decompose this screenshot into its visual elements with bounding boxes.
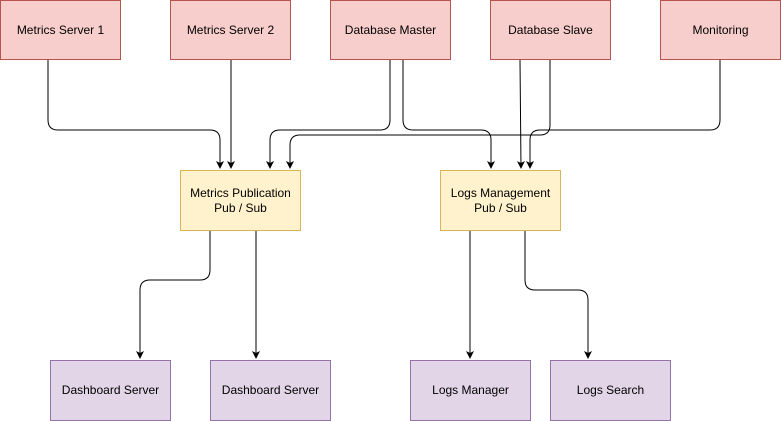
- edge-monitoring-to-logs-pubsub: [526, 60, 721, 169]
- node-label: Logs Search: [576, 383, 645, 397]
- node-metrics-publication-pubsub[interactable]: Metrics Publication Pub / Sub: [180, 170, 301, 231]
- node-label-title: Logs Management: [450, 185, 551, 200]
- node-label-title: Metrics Publication: [190, 185, 291, 200]
- node-monitoring[interactable]: Monitoring: [660, 0, 781, 60]
- node-metrics-server-1[interactable]: Metrics Server 1: [0, 0, 121, 60]
- edge-database-master-to-metrics-pubsub: [266, 60, 391, 169]
- node-database-slave[interactable]: Database Slave: [490, 0, 611, 60]
- edge-database-slave-to-logs-pubsub: [516, 59, 525, 169]
- node-label: Metrics Server 2: [186, 22, 275, 37]
- node-label: Metrics Server 1: [16, 22, 105, 37]
- edge-database-master-to-logs-pubsub: [402, 60, 495, 169]
- node-label-subtitle: Pub / Sub: [474, 200, 527, 215]
- edge-database-slave-to-metrics-pubsub: [286, 60, 551, 169]
- edge-metrics-server-1-to-metrics-pubsub: [47, 60, 224, 169]
- node-logs-search[interactable]: Logs Search: [550, 360, 671, 421]
- node-label-subtitle: Pub / Sub: [214, 200, 267, 215]
- node-label: Database Master: [344, 22, 437, 37]
- node-label: Monitoring: [692, 22, 749, 37]
- node-label-group: Metrics Publication Pub / Sub: [190, 186, 291, 216]
- node-label-group: Logs Management Pub / Sub: [451, 186, 550, 216]
- node-database-master[interactable]: Database Master: [330, 0, 451, 60]
- edge-logs-pubsub-to-logs-search: [524, 231, 592, 359]
- node-label: Database Slave: [508, 22, 593, 37]
- node-label: Logs Manager: [432, 383, 509, 397]
- node-metrics-server-2[interactable]: Metrics Server 2: [170, 0, 291, 60]
- node-logs-manager[interactable]: Logs Manager: [410, 360, 531, 421]
- node-label: Dashboard Server: [61, 383, 160, 397]
- node-label: Dashboard Server: [221, 383, 320, 397]
- node-dashboard-server-2[interactable]: Dashboard Server: [210, 360, 331, 421]
- node-dashboard-server-1[interactable]: Dashboard Server: [50, 360, 171, 421]
- node-logs-management-pubsub[interactable]: Logs Management Pub / Sub: [440, 170, 561, 231]
- edge-metrics-pubsub-to-dashboard-server-1: [136, 231, 211, 359]
